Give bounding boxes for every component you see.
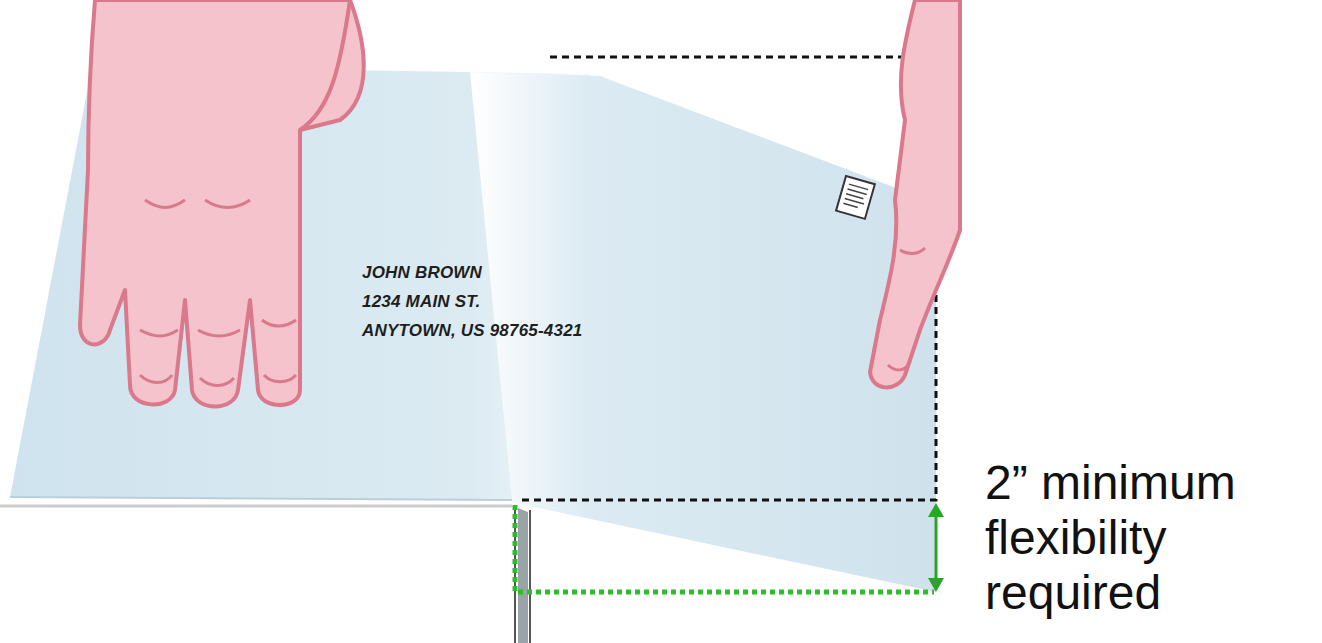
table-top-edge: [0, 505, 512, 508]
postage-indicia: [836, 176, 875, 219]
address-line: ANYTOWN, US 98765-4321: [362, 321, 582, 341]
dimension-arrow: [935, 515, 938, 580]
address-line: 1234 MAIN ST.: [362, 292, 481, 312]
flat-outline-dashed: [520, 57, 936, 500]
right-hand: [870, 0, 960, 387]
arrow-heads: [928, 503, 944, 592]
bent-outline-dotted: [515, 505, 934, 592]
table: [0, 503, 530, 643]
table-edge-shade: [518, 508, 528, 643]
address-line: JOHN BROWN: [362, 263, 482, 283]
dimension-note: 2” minimum flexibility required: [985, 455, 1310, 621]
left-hand: [80, 0, 364, 407]
envelope-edge: [10, 497, 512, 500]
